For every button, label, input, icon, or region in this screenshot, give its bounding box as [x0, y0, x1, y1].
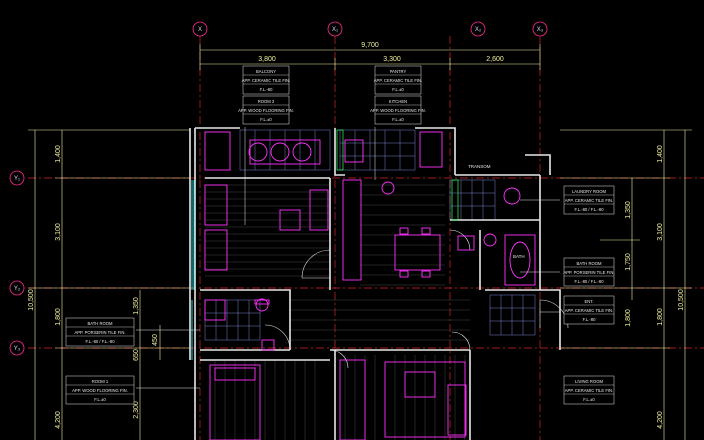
dim-left-inner-2: 650: [133, 349, 140, 361]
grid-label-row-2: Y₂: [14, 286, 21, 292]
leader-lines: [136, 127, 560, 389]
grid-label-col-3: X₂: [475, 27, 482, 33]
svg-text:APP. CERAMIC TILE FIN.: APP. CERAMIC TILE FIN.: [565, 308, 613, 313]
svg-text:BATH ROOM: BATH ROOM: [576, 261, 602, 266]
transom-label: TRANSOM: [468, 164, 491, 169]
svg-text:LAUNDRY ROOM: LAUNDRY ROOM: [572, 189, 607, 194]
svg-text:APP. PORSERIN TILE FIN.: APP. PORSERIN TILE FIN.: [74, 330, 125, 335]
svg-text:ENT.: ENT.: [584, 299, 593, 304]
room-tag-pantry: PANTRY APP. CERAMIC TILE FIN. F.L.±0: [374, 65, 422, 95]
room-tag-room-1: ROOM 1 APP. WOOD FLOORING FIN. F.L.±0: [65, 375, 135, 405]
svg-text:F.L.±0: F.L.±0: [94, 397, 106, 402]
dim-left-seg-1: 1,400: [55, 145, 62, 163]
grid-label-col-2: X₁: [332, 27, 338, 33]
room-tag-bath-left: BATH ROOM APP. PORSERIN TILE FIN. F.L.-8…: [65, 317, 135, 347]
svg-text:F.L.-80: F.L.-80: [260, 87, 273, 92]
dim-left-seg-3: 1,800: [55, 308, 62, 326]
svg-text:KITCHEN: KITCHEN: [389, 99, 407, 104]
svg-text:BALCONY: BALCONY: [256, 69, 276, 74]
svg-text:LIVING ROOM: LIVING ROOM: [575, 379, 603, 384]
dim-left-seg-4: 4,200: [55, 411, 62, 429]
grid-label-row-3: Y₃: [14, 346, 21, 352]
furniture: [204, 131, 536, 440]
svg-text:ROOM 3: ROOM 3: [258, 99, 275, 104]
svg-text:F.L.±0: F.L.±0: [392, 87, 404, 92]
walls: [189, 127, 561, 440]
dim-right-seg-2: 3,100: [657, 223, 664, 241]
dim-right-seg-3: 1,800: [657, 308, 664, 326]
svg-text:APP. WOOD FLOORING FIN.: APP. WOOD FLOORING FIN.: [370, 108, 426, 113]
dim-left-inner-1: 1,350: [133, 297, 140, 315]
grid-label-row-1: Y₁: [14, 176, 20, 182]
dim-top-total: 9,700: [361, 42, 379, 49]
dim-left-total: 10,500: [28, 289, 35, 311]
dim-top-seg-2: 3,300: [383, 56, 401, 63]
room-tag-bath-right: BATH ROOM APP. PORSERIN TILE FIN. F.L.-8…: [563, 257, 615, 287]
svg-text:F.L.±0: F.L.±0: [583, 397, 595, 402]
room-tag-balcony: BALCONY APP. CERAMIC TILE FIN. F.L.-80: [242, 65, 290, 95]
left-dimension-lines: [28, 129, 190, 440]
svg-text:APP. PORSERIN TILE FIN.: APP. PORSERIN TILE FIN.: [563, 270, 614, 275]
svg-text:F.L.-80 / F.L.-80: F.L.-80 / F.L.-80: [85, 339, 115, 344]
grid-bubbles-columns: [192, 21, 548, 37]
door-swings: [264, 229, 569, 369]
svg-text:APP. WOOD FLOORING FIN.: APP. WOOD FLOORING FIN.: [238, 108, 294, 113]
dim-right-inner-3: 1,800: [625, 309, 632, 327]
svg-text:APP. CERAMIC TILE FIN.: APP. CERAMIC TILE FIN.: [242, 78, 290, 83]
room-tag-laundry: LAUNDRY ROOM APP. CERAMIC TILE FIN. F.L.…: [563, 185, 615, 215]
top-dimension-lines: [199, 44, 541, 70]
dim-top-seg-3: 2,600: [486, 56, 504, 63]
room-tag-kitchen: KITCHEN APP. WOOD FLOORING FIN. F.L.±0: [370, 95, 426, 125]
svg-text:APP. CERAMIC TILE FIN.: APP. CERAMIC TILE FIN.: [565, 388, 613, 393]
dim-left-seg-2: 3,100: [55, 223, 62, 241]
grid-label-col-1: X: [198, 27, 202, 33]
room-tag-room-3: ROOM 3 APP. WOOD FLOORING FIN. F.L.±0: [238, 95, 294, 125]
dim-left-inner-3: 2,300: [133, 401, 140, 419]
windows: [191, 180, 195, 360]
right-dimension-lines: [560, 129, 692, 440]
svg-text:APP. WOOD FLOORING FIN.: APP. WOOD FLOORING FIN.: [72, 388, 128, 393]
dim-right-inner-2: 1,750: [625, 253, 632, 271]
dim-right-seg-1: 1,400: [657, 145, 664, 163]
tile-grids: [204, 129, 536, 341]
svg-text:PANTRY: PANTRY: [390, 69, 407, 74]
bath-label: BATH: [513, 254, 525, 259]
grid-bubbles-rows: [9, 170, 25, 356]
dim-right-total: 10,500: [678, 289, 685, 311]
svg-text:ROOM 1: ROOM 1: [92, 379, 109, 384]
svg-text:APP. CERAMIC TILE FIN.: APP. CERAMIC TILE FIN.: [565, 198, 613, 203]
dim-right-inner-1: 1,350: [625, 201, 632, 219]
svg-text:APP. CERAMIC TILE FIN.: APP. CERAMIC TILE FIN.: [374, 78, 422, 83]
svg-text:F.L.±0: F.L.±0: [260, 117, 272, 122]
counters: [336, 129, 459, 221]
svg-text:F.L.±0: F.L.±0: [392, 117, 404, 122]
dim-top-seg-1: 3,800: [258, 56, 276, 63]
svg-text:F.L.-80 / F.L.-80: F.L.-80 / F.L.-80: [574, 279, 604, 284]
svg-text:F.L.-80 / F.L.-80: F.L.-80 / F.L.-80: [574, 207, 604, 212]
dim-left-small: 450: [152, 334, 159, 346]
room-tag-living-room: LIVING ROOM APP. CERAMIC TILE FIN. F.L.±…: [563, 375, 615, 405]
grid-label-col-4: X₃: [537, 27, 544, 33]
room-tag-entrance: ENT. APP. CERAMIC TILE FIN. F.L.-80: [563, 295, 615, 325]
dim-right-seg-4: 4,200: [657, 411, 664, 429]
svg-text:BATH ROOM: BATH ROOM: [87, 321, 113, 326]
svg-text:F.L.-80: F.L.-80: [583, 317, 596, 322]
